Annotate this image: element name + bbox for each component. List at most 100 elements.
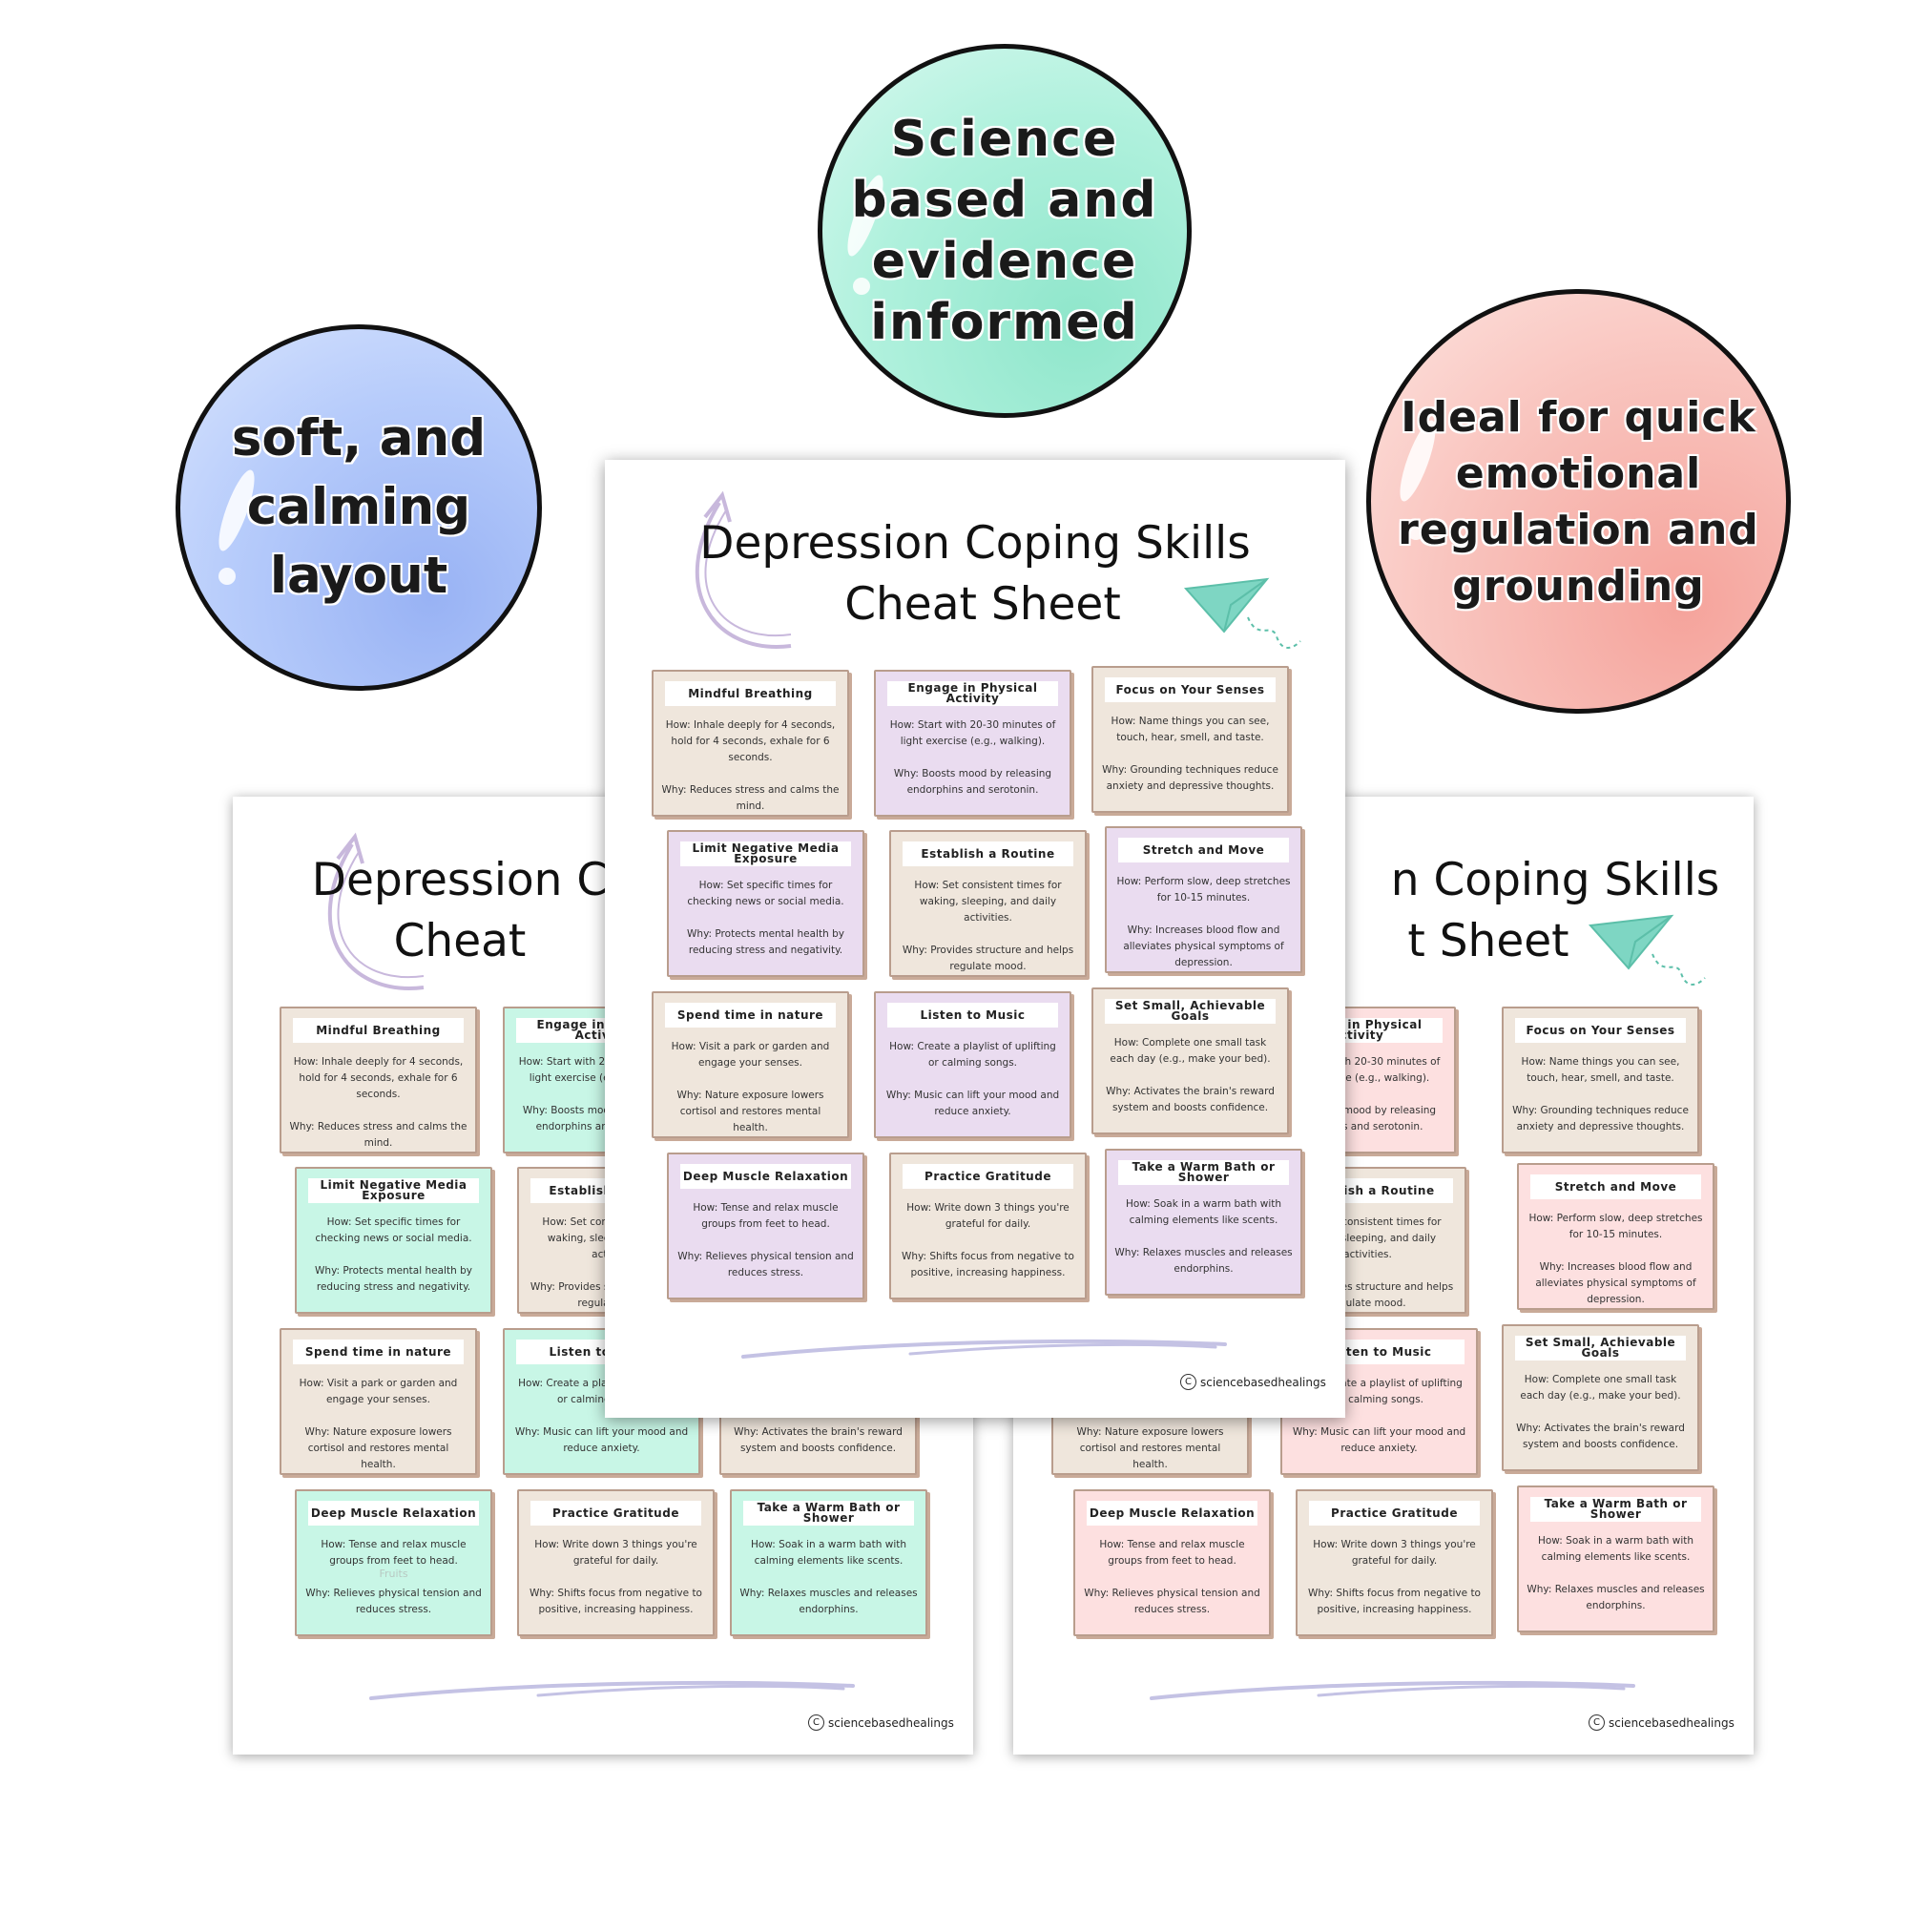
card-physical-activity: Engage in Physical Activity How: Start w… [874, 670, 1071, 817]
card-why: Why: Relaxes muscles and releases endorp… [1527, 1584, 1705, 1611]
card-why: Why: Increases blood flow and alleviates… [1123, 924, 1284, 968]
card-muscle-relaxation: Deep Muscle Relaxation How: Tense and re… [295, 1489, 492, 1636]
copyright-icon: C [1589, 1714, 1605, 1731]
curved-arrow-icon [327, 832, 425, 990]
card-title: Set Small, Achievable Goals [1515, 1336, 1686, 1361]
card-limit-media: Limit Negative Media Exposure How: Set s… [667, 830, 864, 977]
card-title: Listen to Music [887, 1003, 1058, 1028]
card-how: How: Soak in a warm bath with calming el… [750, 1539, 907, 1567]
card-why: Why: Nature exposure lowers cortisol and… [676, 1090, 824, 1133]
curved-arrow-icon [695, 490, 792, 649]
card-stretch-move: Stretch and Move How: Perform slow, deep… [1517, 1163, 1714, 1310]
card-nature: Spend time in nature How: Visit a park o… [652, 991, 849, 1138]
card-why: Why: Shifts focus from negative to posit… [1308, 1588, 1481, 1615]
card-how: How: Visit a park or garden and engage y… [299, 1378, 458, 1405]
swoosh-underline [1150, 1680, 1635, 1700]
card-warm-bath: Take a Warm Bath or Shower How: Soak in … [730, 1489, 927, 1636]
card-nature: Spend time in nature How: Visit a park o… [280, 1328, 477, 1475]
card-how: How: Start with 20-30 minutes of light e… [889, 719, 1056, 747]
card-why: Why: Nature exposure lowers cortisol and… [304, 1426, 452, 1470]
card-how: How: Tense and relax muscle groups from … [693, 1202, 839, 1230]
card-why: Why: Increases blood flow and alleviates… [1535, 1261, 1696, 1305]
card-title: Establish a Routine [903, 841, 1073, 866]
card-why: Why: Grounding techniques reduce anxiety… [1102, 764, 1278, 792]
card-title: Practice Gratitude [1309, 1501, 1480, 1526]
card-title: Limit Negative Media Exposure [308, 1178, 479, 1203]
card-title: Deep Muscle Relaxation [680, 1164, 851, 1189]
bubble-shine-dot [218, 568, 236, 585]
card-warm-bath: Take a Warm Bath or Shower How: Soak in … [1105, 1149, 1302, 1296]
card-title: Spend time in nature [293, 1340, 464, 1364]
card-mindful-breathing: Mindful Breathing How: Inhale deeply for… [280, 1007, 477, 1153]
card-gratitude: Practice Gratitude How: Write down 3 thi… [517, 1489, 715, 1636]
card-why: Why: Relieves physical tension and reduc… [305, 1588, 482, 1615]
card-how: How: Perform slow, deep stretches for 10… [1116, 876, 1291, 904]
card-how: How: Tense and relax muscle groups from … [321, 1539, 467, 1567]
sheet-title-line1: Depression C [311, 854, 609, 906]
card-why: Why: Relieves physical tension and reduc… [677, 1251, 854, 1278]
paper-plane-icon [1588, 914, 1706, 986]
footer-text: sciencebasedhealings [828, 1715, 954, 1730]
card-why: Why: Provides structure and helps regula… [902, 945, 1074, 972]
card-muscle-relaxation: Deep Muscle Relaxation How: Tense and re… [1073, 1489, 1271, 1636]
footer-watermark: C sciencebasedhealings [1180, 1374, 1326, 1390]
card-how: How: Tense and relax muscle groups from … [1099, 1539, 1245, 1567]
card-how: How: Write down 3 things you're grateful… [906, 1202, 1070, 1230]
cheat-sheet-center: Depression Coping Skills Cheat Sheet Min… [605, 460, 1345, 1418]
card-title: Take a Warm Bath or Shower [743, 1501, 914, 1526]
bubble-text: Science based and evidence informed [851, 111, 1158, 351]
card-why: Why: Relieves physical tension and reduc… [1084, 1588, 1260, 1615]
bubble-text: soft, and calming layout [231, 409, 487, 605]
card-title: Spend time in nature [665, 1003, 836, 1028]
bubble-text: Ideal for quick emotional regulation and… [1398, 392, 1759, 611]
card-why: Why: Music can lift your mood and reduce… [885, 1090, 1060, 1117]
bubble-shine-dot [1407, 523, 1424, 540]
card-title: Focus on Your Senses [1105, 677, 1276, 702]
sheet-title-line2: Cheat Sheet [844, 578, 1121, 631]
card-why: Why: Activates the brain's reward system… [1106, 1086, 1275, 1113]
sheet-title-line1: Depression Coping Skills [699, 517, 1251, 570]
card-how: How: Soak in a warm bath with calming el… [1537, 1535, 1694, 1563]
card-title: Engage in Physical Activity [887, 681, 1058, 706]
card-establish-routine: Establish a Routine How: Set consistent … [889, 830, 1087, 977]
card-muscle-relaxation: Deep Muscle Relaxation How: Tense and re… [667, 1153, 864, 1299]
card-how: How: Visit a park or garden and engage y… [671, 1041, 830, 1069]
card-title: Take a Warm Bath or Shower [1118, 1160, 1289, 1185]
bubble-ideal-for: Ideal for quick emotional regulation and… [1366, 289, 1791, 714]
copyright-icon: C [1180, 1374, 1196, 1390]
card-title: Limit Negative Media Exposure [680, 841, 851, 866]
card-warm-bath: Take a Warm Bath or Shower How: Soak in … [1517, 1485, 1714, 1632]
footer-watermark: C sciencebasedhealings [1589, 1714, 1735, 1731]
card-why: Why: Boosts mood by releasing endorphins… [893, 768, 1052, 796]
card-why: Why: Shifts focus from negative to posit… [902, 1251, 1074, 1278]
card-how: How: Complete one small task each day (e… [1520, 1374, 1681, 1402]
card-why: Why: Shifts focus from negative to posit… [530, 1588, 702, 1615]
card-how: How: Complete one small task each day (e… [1110, 1037, 1271, 1065]
sheet-title-line2: t Sheet [1407, 915, 1569, 967]
card-how: How: Set specific times for checking new… [315, 1216, 472, 1244]
bubble-shine-dot [853, 278, 870, 295]
swoosh-underline [741, 1339, 1227, 1359]
card-title: Mindful Breathing [665, 681, 836, 706]
card-how: How: Write down 3 things you're grateful… [534, 1539, 697, 1567]
copyright-icon: C [808, 1714, 824, 1731]
card-why: Why: Relaxes muscles and releases endorp… [739, 1588, 918, 1615]
card-stretch-move: Stretch and Move How: Perform slow, deep… [1105, 826, 1302, 973]
card-how: How: Set specific times for checking new… [687, 880, 844, 907]
footer-text: sciencebasedhealings [1609, 1715, 1735, 1730]
card-title: Take a Warm Bath or Shower [1530, 1497, 1701, 1522]
swoosh-underline [369, 1680, 855, 1700]
card-title: Mindful Breathing [293, 1018, 464, 1043]
card-title: Practice Gratitude [903, 1164, 1073, 1189]
card-why: Why: Music can lift your mood and reduce… [514, 1426, 689, 1454]
card-how: How: Write down 3 things you're grateful… [1313, 1539, 1476, 1567]
bubble-soft-calming: soft, and calming layout [176, 324, 542, 691]
card-mindful-breathing: Mindful Breathing How: Inhale deeply for… [652, 670, 849, 817]
sheet-title-line1: n Coping Skills [1390, 854, 1720, 906]
card-title: Practice Gratitude [530, 1501, 701, 1526]
card-gratitude: Practice Gratitude How: Write down 3 thi… [1296, 1489, 1493, 1636]
card-small-goals: Set Small, Achievable Goals How: Complet… [1502, 1324, 1699, 1471]
card-why: Why: Activates the brain's reward system… [734, 1426, 903, 1454]
card-why: Why: Nature exposure lowers cortisol and… [1076, 1426, 1224, 1470]
card-why: Why: Activates the brain's reward system… [1516, 1423, 1685, 1450]
